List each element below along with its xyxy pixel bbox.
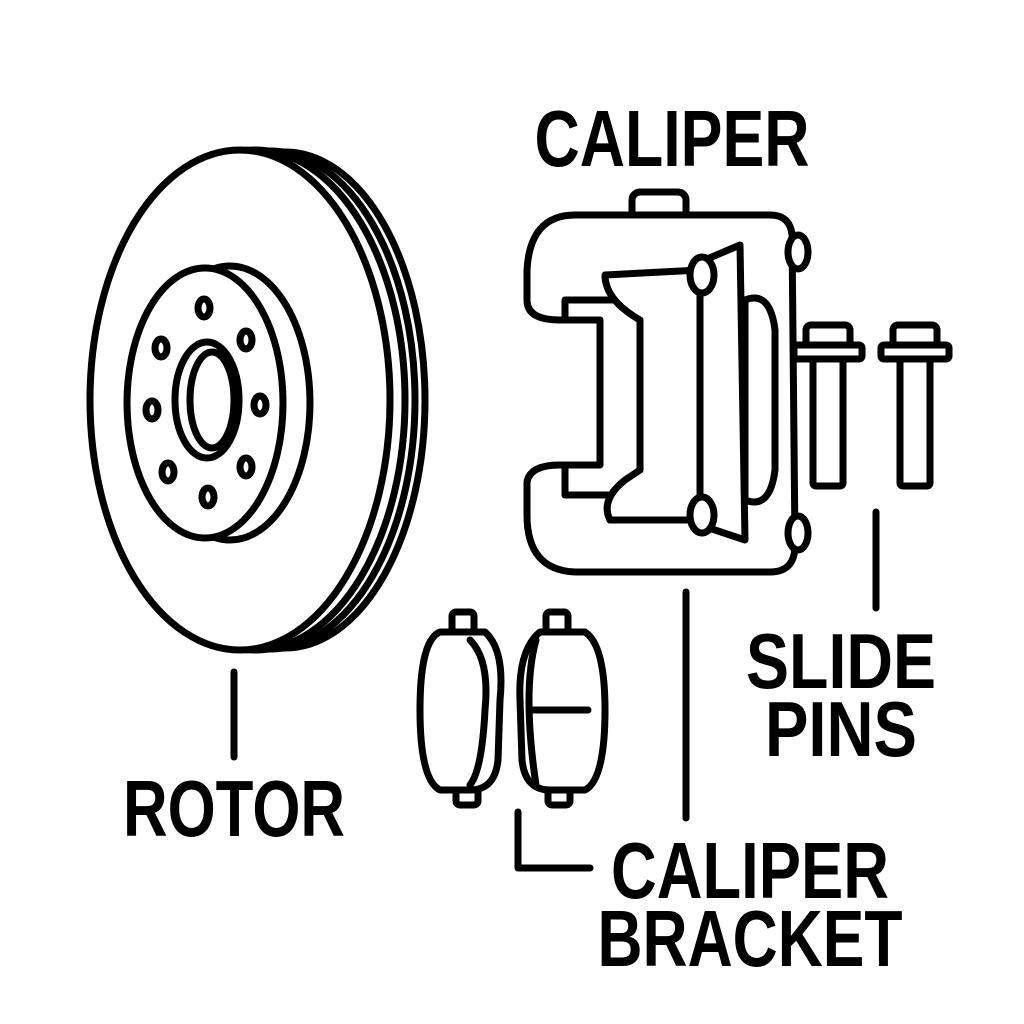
caliper-label: CALIPER [535,94,810,183]
rotor-label: ROTOR [123,764,345,853]
slide-pins-label-line2: PINS [765,685,917,773]
slide-pins-label-line1: SLIDE [746,617,936,705]
bolt-holes [142,295,270,510]
brake-pad-2 [516,608,609,809]
slide-pin-2 [877,321,953,490]
pads-leader-line [514,808,594,872]
brake-pad-1 [416,608,505,809]
caliper-illustration [523,188,812,576]
caliper-bracket-label-line1: CALIPER [611,826,889,915]
slide-pin-1 [790,321,866,490]
rotor-illustration [86,146,429,654]
caliper-bracket-label-line2: BRACKET [598,894,903,983]
